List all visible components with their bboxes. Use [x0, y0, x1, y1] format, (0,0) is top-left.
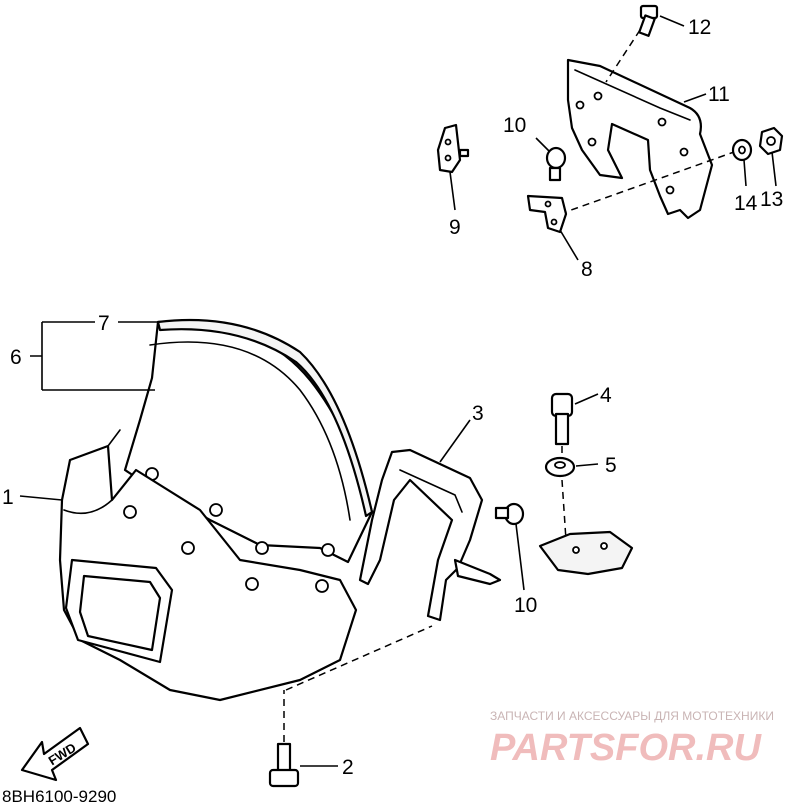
- part-11-bracket: [566, 58, 714, 220]
- callout-1: 1: [2, 486, 14, 509]
- fwd-arrow-icon: FWD: [20, 726, 90, 782]
- watermark-tagline: ЗАПЧАСТИ И АКСЕССУАРЫ ДЛЯ МОТОТЕХНИКИ: [490, 709, 774, 723]
- part-12-bolt: [605, 4, 659, 83]
- part-10-grommet-upper: [545, 146, 567, 182]
- drawing-code: 8BH6100-9290: [2, 787, 116, 806]
- part-5-washer: [544, 456, 576, 541]
- callout-4: 4: [600, 384, 612, 407]
- callout-12: 12: [688, 16, 711, 39]
- part-1-cowling: [58, 429, 358, 702]
- part-13-nut: [758, 126, 784, 156]
- part-14-washer: [731, 138, 753, 162]
- part-10-grommet-lower: [494, 502, 525, 526]
- callout-9: 9: [449, 216, 461, 239]
- callout-13: 13: [760, 188, 783, 211]
- callout-2: 2: [342, 756, 354, 779]
- callout-14: 14: [734, 192, 758, 215]
- callout-10-upper: 10: [503, 114, 526, 137]
- part-4-bolt: [550, 392, 574, 456]
- callout-11: 11: [708, 83, 730, 106]
- callout-3: 3: [472, 402, 484, 425]
- watermark-brand: PARTSFOR.RU: [490, 727, 762, 769]
- mount-plate: [538, 530, 634, 576]
- part-2-bolt: [268, 690, 300, 788]
- callout-5: 5: [605, 454, 617, 477]
- part-8-bracket: [526, 194, 568, 234]
- callout-7: 7: [98, 312, 110, 335]
- part-3-stay: [358, 448, 502, 622]
- callout-8: 8: [581, 258, 593, 281]
- callout-10-lower: 10: [514, 594, 537, 617]
- callout-6: 6: [10, 346, 22, 369]
- part-9-bracket: [436, 123, 470, 174]
